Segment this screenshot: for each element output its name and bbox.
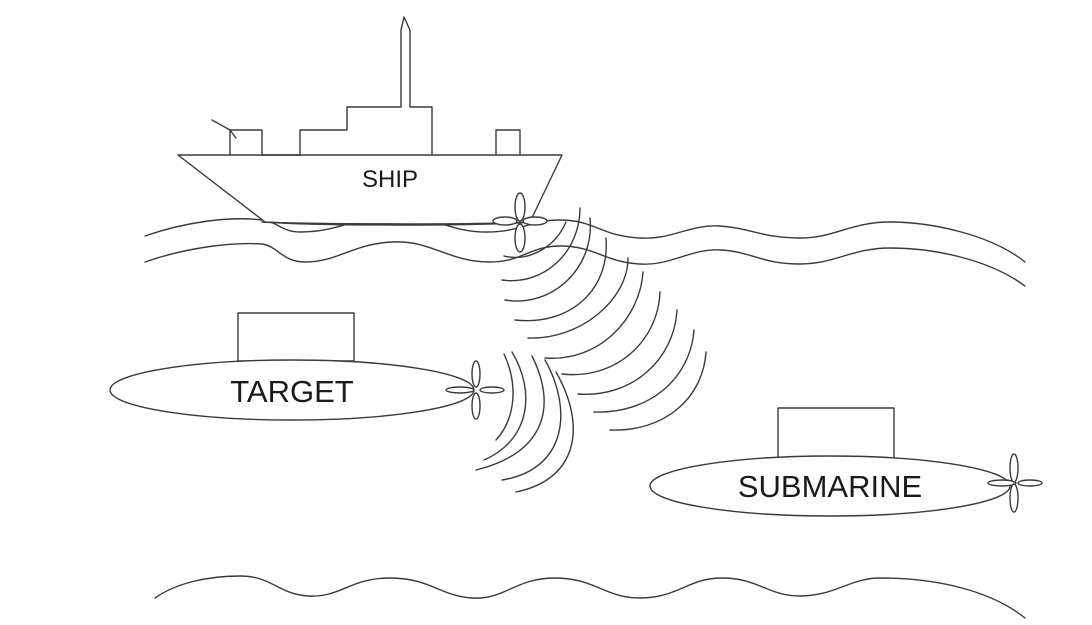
middle-sound-wave-6	[609, 351, 707, 431]
submarine-label: SUBMARINE	[738, 469, 922, 504]
target-propeller-blade-bottom	[471, 392, 481, 420]
middle-sound-wave-3	[561, 291, 661, 376]
target-submarine: TARGET	[109, 312, 475, 421]
target-sound-wave-4	[501, 359, 562, 481]
target-propeller-blade-top	[471, 360, 481, 388]
target-propeller-hub	[445, 386, 475, 394]
target-propeller-blade-right	[479, 386, 505, 394]
submarine-propeller-blade-right	[1017, 479, 1043, 487]
target-propeller	[445, 360, 505, 420]
ship-propeller	[492, 192, 548, 253]
target-sound-wave-2	[483, 351, 527, 461]
submarine-propeller-hub	[987, 479, 1017, 487]
target-conning-tower	[237, 312, 355, 362]
ship-label: SHIP	[362, 166, 418, 193]
ship-sound-waves	[501, 207, 607, 322]
ship-superstructure	[229, 16, 521, 156]
submarine-propeller	[987, 453, 1043, 513]
ship-sound-wave-3	[504, 217, 592, 302]
sea-surface-lower-line	[144, 241, 1026, 287]
ship-propeller-blade-bottom	[514, 223, 526, 253]
ship-propeller-blade-left	[492, 216, 518, 226]
ship-bow-mast	[211, 119, 237, 139]
middle-sound-wave-1	[527, 257, 629, 339]
submarine-propeller-blade-top	[1009, 453, 1019, 483]
ship-sound-wave-2	[501, 207, 581, 282]
middle-sound-wave-4	[577, 309, 678, 395]
ship-propeller-blade-top	[514, 192, 526, 222]
target-sound-wave-5	[515, 371, 574, 493]
target-sound-wave-3	[475, 355, 545, 471]
ship-sound-wave-1	[503, 221, 567, 258]
submarine: SUBMARINE	[649, 407, 1011, 517]
submarine-propeller-blade-bottom	[1009, 483, 1019, 513]
middle-sound-wave-2	[544, 271, 644, 359]
ship-sound-wave-4	[514, 237, 607, 322]
target-sound-wave-1	[495, 353, 514, 441]
submarine-conning-tower	[777, 407, 895, 459]
target-sound-waves	[475, 351, 574, 493]
sea-floor-line	[154, 575, 1026, 619]
ship: SHIP	[177, 16, 563, 226]
target-label: TARGET	[230, 374, 353, 409]
sea-surface-upper-line	[144, 215, 1026, 263]
middle-sound-waves	[527, 257, 707, 431]
ship-propeller-blade-right	[522, 216, 548, 226]
middle-sound-wave-5	[593, 329, 695, 413]
sea-surface	[144, 215, 1026, 287]
